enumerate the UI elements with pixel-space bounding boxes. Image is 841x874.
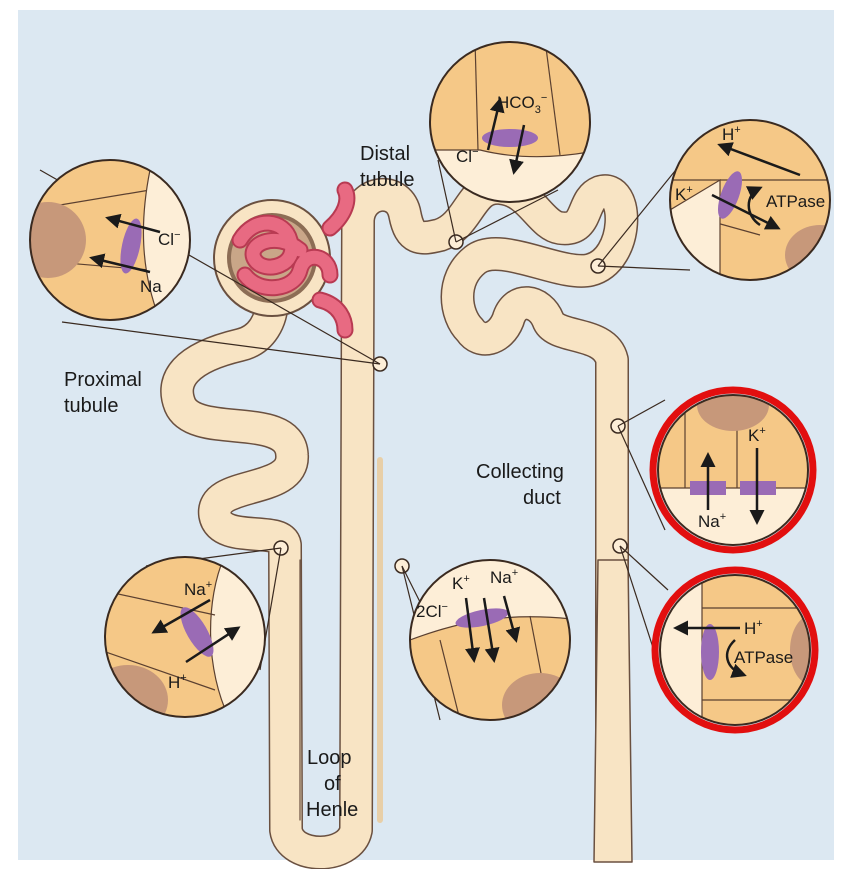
atpase-label: ATPase (766, 192, 825, 211)
ion-2cl: 2Cl (416, 602, 442, 621)
ion-na: Na (140, 277, 162, 296)
ion-h: H (744, 619, 756, 638)
ion-cl: Cl (158, 230, 174, 249)
label-distal-2: tubule (360, 169, 415, 191)
label-proximal-1: Proximal (64, 369, 142, 391)
atpase-label: ATPase (734, 648, 793, 667)
label-loop-1: Loop (307, 747, 352, 769)
label-distal-1: Distal (360, 143, 410, 165)
label-collecting-1: Collecting (476, 461, 564, 483)
label-proximal-2: tubule (64, 395, 119, 417)
ion-cl: Cl (456, 147, 472, 166)
ion-na: Na (698, 512, 720, 531)
ion-k: K (748, 426, 760, 445)
ion-na: Na (184, 580, 206, 599)
ion-h: H (168, 673, 180, 692)
ion-na: Na (490, 568, 512, 587)
ion-k: K (675, 185, 687, 204)
label-loop-3: Henle (306, 799, 358, 821)
ion-hco3: HCO (497, 93, 535, 112)
ion-h: H (722, 125, 734, 144)
label-collecting-2: duct (523, 487, 561, 509)
label-loop-2: of (324, 773, 341, 795)
ion-k: K (452, 574, 464, 593)
